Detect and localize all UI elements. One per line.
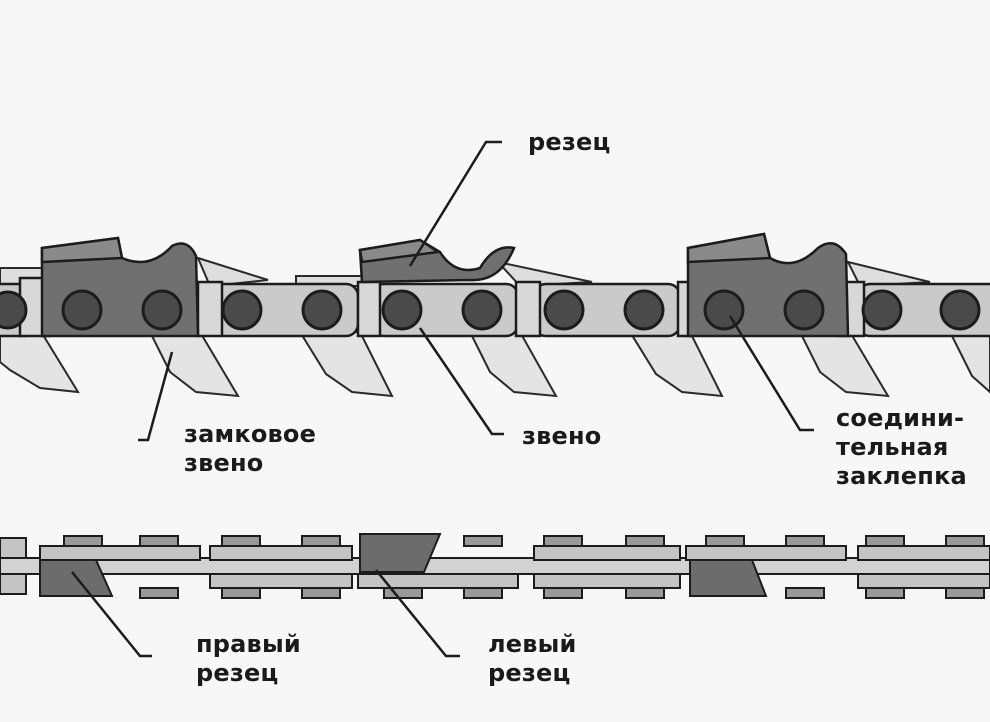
chain-side-view	[0, 232, 990, 398]
upper-tie-plates	[0, 256, 931, 288]
chain-top-view	[0, 533, 990, 599]
label-connecting-rivet: соедини- тельная заклепка	[836, 404, 967, 490]
label-right-cutter: правый резец	[196, 630, 301, 687]
leader-lines	[71, 140, 814, 658]
right-cutter-top-2	[689, 559, 768, 597]
leader-right-cutter	[71, 571, 152, 658]
rivets	[0, 289, 981, 331]
leader-drive-link	[418, 327, 504, 436]
label-left-cutter: левый резец	[488, 630, 577, 687]
leader-cutter	[408, 140, 502, 267]
label-cutter: резец	[528, 128, 611, 156]
label-locking-link: замковое звено	[184, 420, 317, 477]
leader-rivet	[728, 315, 814, 432]
left-cutter-top	[359, 533, 442, 573]
label-drive-link: звено	[522, 422, 602, 450]
leader-left-cutter	[375, 569, 460, 658]
leader-locking-link	[138, 351, 174, 442]
drive-link-teeth	[0, 329, 990, 398]
